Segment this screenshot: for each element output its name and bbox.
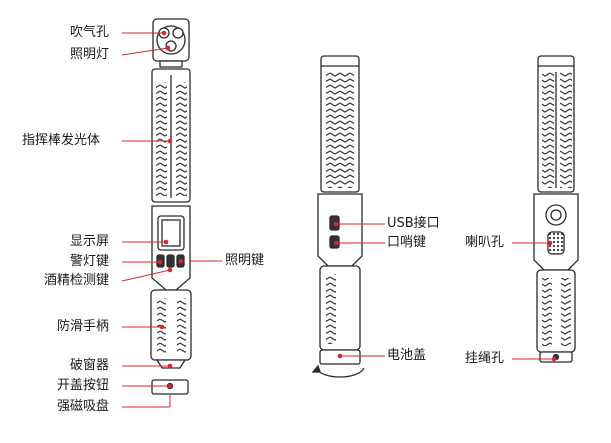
label-speaker: 喇叭孔	[465, 235, 505, 250]
right-texture-left	[542, 72, 554, 188]
rotate-arrow	[315, 367, 365, 378]
display-screen	[161, 219, 181, 247]
label-cover-button: 开盖按钮	[57, 378, 110, 393]
middle-panel	[317, 193, 363, 267]
baton-texture-left	[156, 82, 167, 196]
label-lanyard: 挂绳孔	[465, 351, 505, 366]
left-callout-lines	[121, 30, 222, 408]
label-light-key: 照明键	[225, 253, 265, 268]
label-alcohol-key: 酒精检测键	[44, 273, 110, 288]
label-glass-breaker: 破窗器	[70, 358, 110, 373]
label-whistle-key: 口哨键	[387, 235, 427, 250]
label-blow-hole: 吹气孔	[70, 25, 110, 40]
blow-hole-2	[172, 27, 184, 39]
left-device-drawing	[150, 18, 192, 395]
middle-callout-lines	[333, 221, 385, 359]
right-texture-right	[560, 72, 572, 188]
battery-texture	[326, 274, 336, 344]
label-grip: 防滑手柄	[57, 319, 110, 334]
label-battery-cover: 电池盖	[387, 348, 427, 363]
label-usb: USB接口	[387, 216, 440, 231]
middle-device-drawing	[311, 55, 365, 378]
right-callout-lines	[512, 240, 557, 362]
right-lamp-inner	[550, 209, 562, 221]
rotate-arrow-head	[311, 364, 321, 373]
right-device-drawing	[533, 55, 579, 363]
head-neck	[159, 60, 183, 68]
label-screen: 显示屏	[70, 234, 110, 249]
middle-baton-texture	[326, 72, 354, 188]
label-baton-body: 指挥棒发光体	[22, 133, 101, 148]
label-magnet: 强磁吸盘	[57, 399, 110, 414]
grip-texture-right	[177, 298, 186, 354]
label-light: 照明灯	[70, 47, 110, 62]
baton-texture-right	[176, 82, 187, 196]
alcohol-test-key	[166, 254, 175, 268]
label-warn-key: 警灯键	[70, 254, 110, 269]
